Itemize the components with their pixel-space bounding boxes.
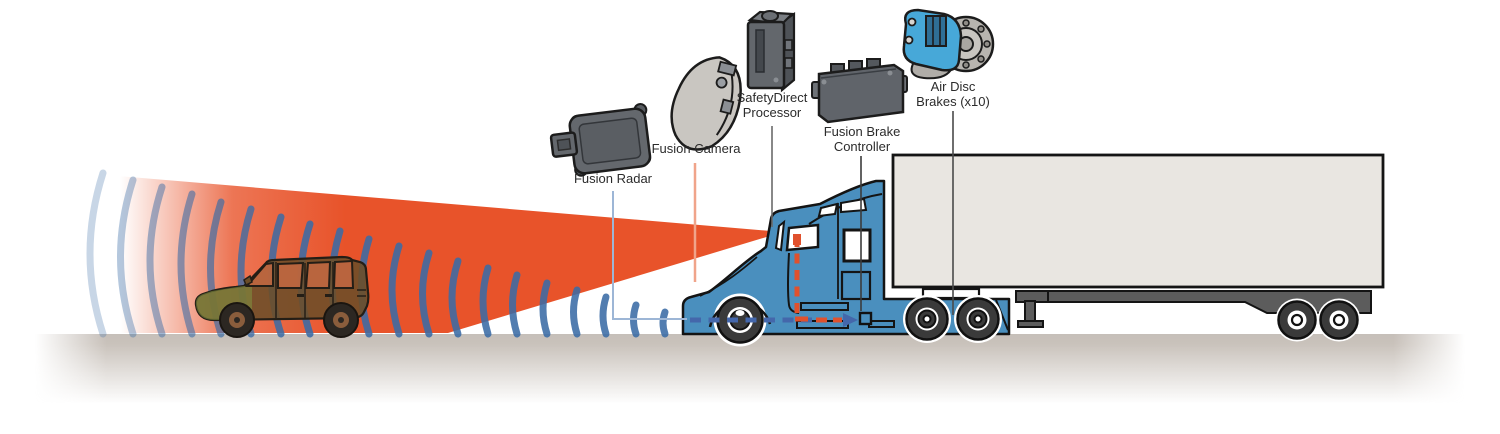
label-fusion-radar: Fusion Radar [573,171,653,186]
cab-side-window [774,219,786,252]
label-safetydirect-processor: SafetyDirect Processor [736,90,808,120]
trailer-box [891,153,1385,289]
car-wheels [219,302,359,338]
fusion-camera-icon [670,56,742,151]
ground-shadow [35,334,1465,406]
fusion-radar-leader [612,191,687,320]
label-air-disc-brakes: Air Disc Brakes (x10) [916,79,990,109]
fusion-radar-icon [549,103,652,177]
tractor-drive-wheels [903,295,1002,343]
trailer-wheels [1275,298,1361,342]
truck-trailer [891,153,1385,342]
leader-lines [612,111,954,320]
controller-junction-box [858,311,873,326]
label-fusion-brake-controller: Fusion Brake Controller [823,124,901,154]
air-disc-brakes-icon [902,8,995,80]
trailer-frame-rail [1017,290,1372,314]
sleeper-window [842,228,872,263]
landing-gear [1015,290,1049,328]
label-fusion-camera: Fusion Camera [651,141,741,156]
target-car [194,255,370,338]
signal-paths [690,237,873,327]
tractor-front-wheel [708,293,772,347]
truck-tractor [681,179,1011,347]
safetydirect-processor-icon [746,10,796,93]
car-windshield [244,261,274,287]
signal-arrowhead [843,313,858,327]
fusion-brake-controller-icon [811,58,908,124]
windshield [785,223,820,252]
radar-waves [86,169,669,338]
